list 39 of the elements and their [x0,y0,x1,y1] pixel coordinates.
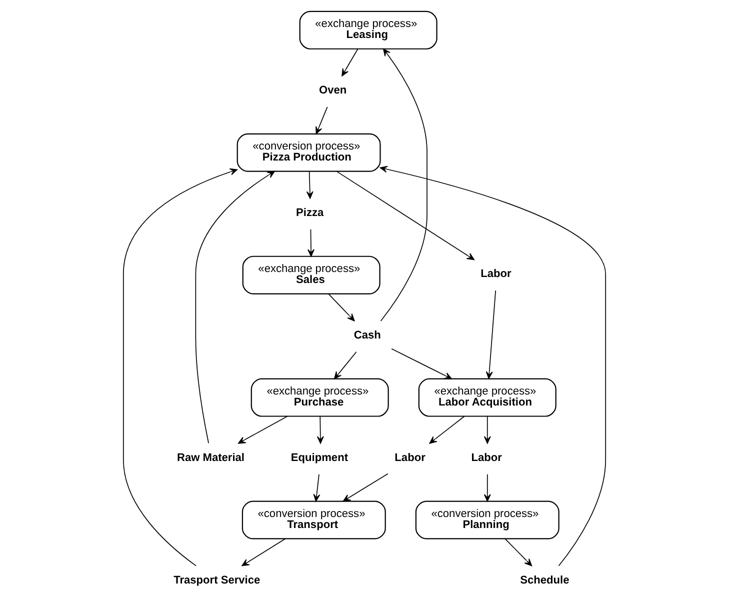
arrow [484,416,491,444]
arrow [484,474,491,502]
arrow [342,48,358,76]
node-text: Oven [319,84,347,96]
arrow [122,168,238,566]
arrow [429,416,465,444]
node-box: «conversion process» Transport [242,500,386,540]
node-text: Raw Material [176,452,245,464]
node-box: «conversion process» Pizza Production [236,133,381,172]
arrow [334,351,357,380]
arrow [328,293,355,322]
node-text: Cash [354,329,381,342]
node-box: «conversion process» Planning [415,500,560,540]
node-text: Pizza [296,206,324,219]
arrow [316,106,328,134]
arrow [504,538,532,566]
arrow [391,348,452,380]
arrow [316,416,324,444]
arrow [342,473,388,502]
arrow [486,290,496,379]
node-text: Equipment [290,452,348,464]
arrow [308,228,314,257]
arrow [195,170,275,444]
node-box: «exchange process» Leasing [299,10,438,50]
node-box: «exchange process» Labor Acquisition [418,378,556,417]
arrow [313,474,320,502]
node-text: Schedule [520,574,570,586]
arrow [380,48,428,322]
node-box: «exchange process» Sales [242,256,380,294]
arrow [238,416,288,444]
node-text: Labor [394,452,426,464]
arrow [336,171,474,260]
arrow [242,538,286,566]
node-box: «exchange process» Purchase [250,378,389,417]
node-text: Labor [480,268,512,280]
node-text: Labor [471,452,502,464]
arrow [306,170,314,199]
node-text: Trasport Service [174,574,260,586]
arrow [380,166,606,566]
